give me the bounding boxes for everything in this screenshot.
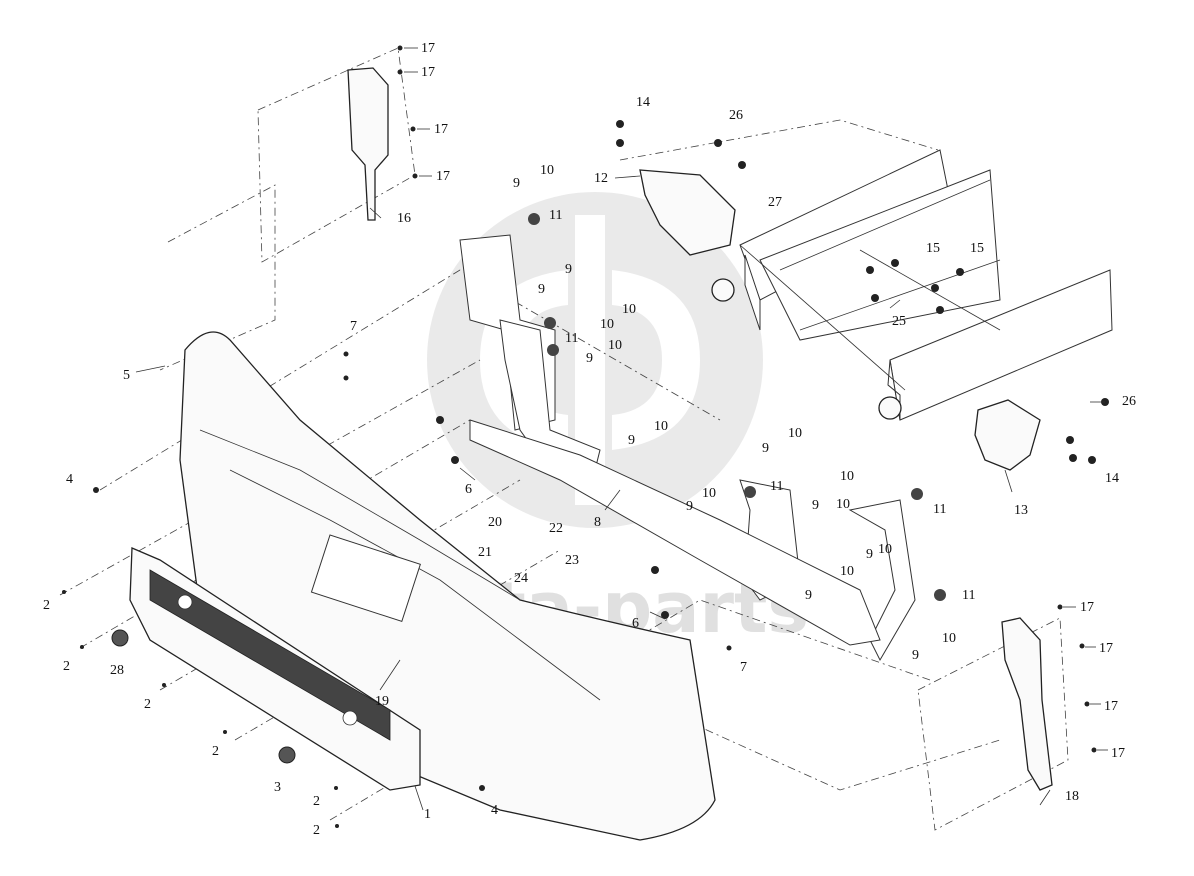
callout-4: 4 [491, 803, 498, 818]
callout-10: 10 [840, 564, 854, 579]
callout-8: 8 [594, 515, 601, 530]
callout-11: 11 [565, 331, 578, 346]
callout-10: 10 [608, 338, 622, 353]
callout-2: 2 [144, 697, 151, 712]
callout-24: 24 [514, 571, 528, 586]
mounting-bracket-13 [974, 399, 1041, 471]
callout-11: 11 [770, 479, 783, 494]
callout-27: 27 [768, 195, 782, 210]
callout-10: 10 [540, 163, 554, 178]
callout-10: 10 [702, 486, 716, 501]
callout-17: 17 [421, 41, 435, 56]
mesh-cover-3 [278, 746, 296, 764]
callout-9: 9 [805, 588, 812, 603]
callout-2: 2 [63, 659, 70, 674]
callout-10: 10 [622, 302, 636, 317]
callout-3: 3 [274, 780, 281, 795]
grille-mesh-19 [149, 569, 391, 741]
callout-12: 12 [594, 171, 608, 186]
callout-4: 4 [66, 472, 73, 487]
callout-23: 23 [565, 553, 579, 568]
callout-7: 7 [350, 319, 357, 334]
callout-17: 17 [1104, 699, 1118, 714]
callout-15: 15 [926, 241, 940, 256]
callout-26: 26 [729, 108, 743, 123]
callout-6: 6 [465, 482, 472, 497]
side-plate-18 [1001, 617, 1053, 791]
callout-9: 9 [686, 499, 693, 514]
callout-10: 10 [878, 542, 892, 557]
callout-20: 20 [488, 515, 502, 530]
callout-9: 9 [762, 441, 769, 456]
callout-9: 9 [586, 351, 593, 366]
callout-13: 13 [1014, 503, 1028, 518]
callout-9: 9 [812, 498, 819, 513]
callout-11: 11 [549, 208, 562, 223]
callout-14: 14 [1105, 471, 1119, 486]
mounting-bracket-12 [639, 169, 736, 256]
callout-11: 11 [962, 588, 975, 603]
callout-15: 15 [970, 241, 984, 256]
callout-17: 17 [421, 65, 435, 80]
callout-18: 18 [1065, 789, 1079, 804]
callout-17: 17 [436, 169, 450, 184]
callout-10: 10 [788, 426, 802, 441]
callout-10: 10 [836, 497, 850, 512]
callout-5: 5 [123, 368, 130, 383]
callout-17: 17 [434, 122, 448, 137]
callout-labels: 17 17 17 17 16 5 7 4 6 2 2 28 2 2 3 2 2 … [43, 41, 1136, 838]
callout-19: 19 [375, 694, 389, 709]
callout-2: 2 [313, 794, 320, 809]
callout-9: 9 [565, 262, 572, 277]
callout-9: 9 [912, 648, 919, 663]
callout-14: 14 [636, 95, 650, 110]
callout-17: 17 [1080, 600, 1094, 615]
fasteners [62, 45, 1109, 828]
callout-2: 2 [212, 744, 219, 759]
callout-21: 21 [478, 545, 492, 560]
callout-6: 6 [632, 616, 639, 631]
callout-17: 17 [1099, 641, 1113, 656]
callout-10: 10 [840, 469, 854, 484]
callout-2: 2 [313, 823, 320, 838]
callout-1: 1 [424, 807, 431, 822]
leader-lines [135, 47, 1108, 811]
callout-28: 28 [110, 663, 124, 678]
callout-10: 10 [600, 317, 614, 332]
side-plate-16 [347, 67, 389, 221]
callout-7: 7 [740, 660, 747, 675]
callout-25: 25 [892, 314, 906, 329]
callout-11: 11 [933, 502, 946, 517]
callout-2: 2 [43, 598, 50, 613]
frame-rails [739, 149, 1113, 421]
mesh-cover-28 [111, 629, 129, 647]
callout-22: 22 [549, 521, 563, 536]
callout-17: 17 [1111, 746, 1125, 761]
callout-9: 9 [866, 547, 873, 562]
tow-hooks [711, 278, 902, 420]
callout-10: 10 [942, 631, 956, 646]
cross-beam-8 [469, 419, 881, 646]
callout-9: 9 [538, 282, 545, 297]
callout-10: 10 [654, 419, 668, 434]
callout-9: 9 [628, 433, 635, 448]
callout-26: 26 [1122, 394, 1136, 409]
fog-lamp-holes [177, 594, 358, 726]
callout-16: 16 [397, 211, 411, 226]
callout-9: 9 [513, 176, 520, 191]
